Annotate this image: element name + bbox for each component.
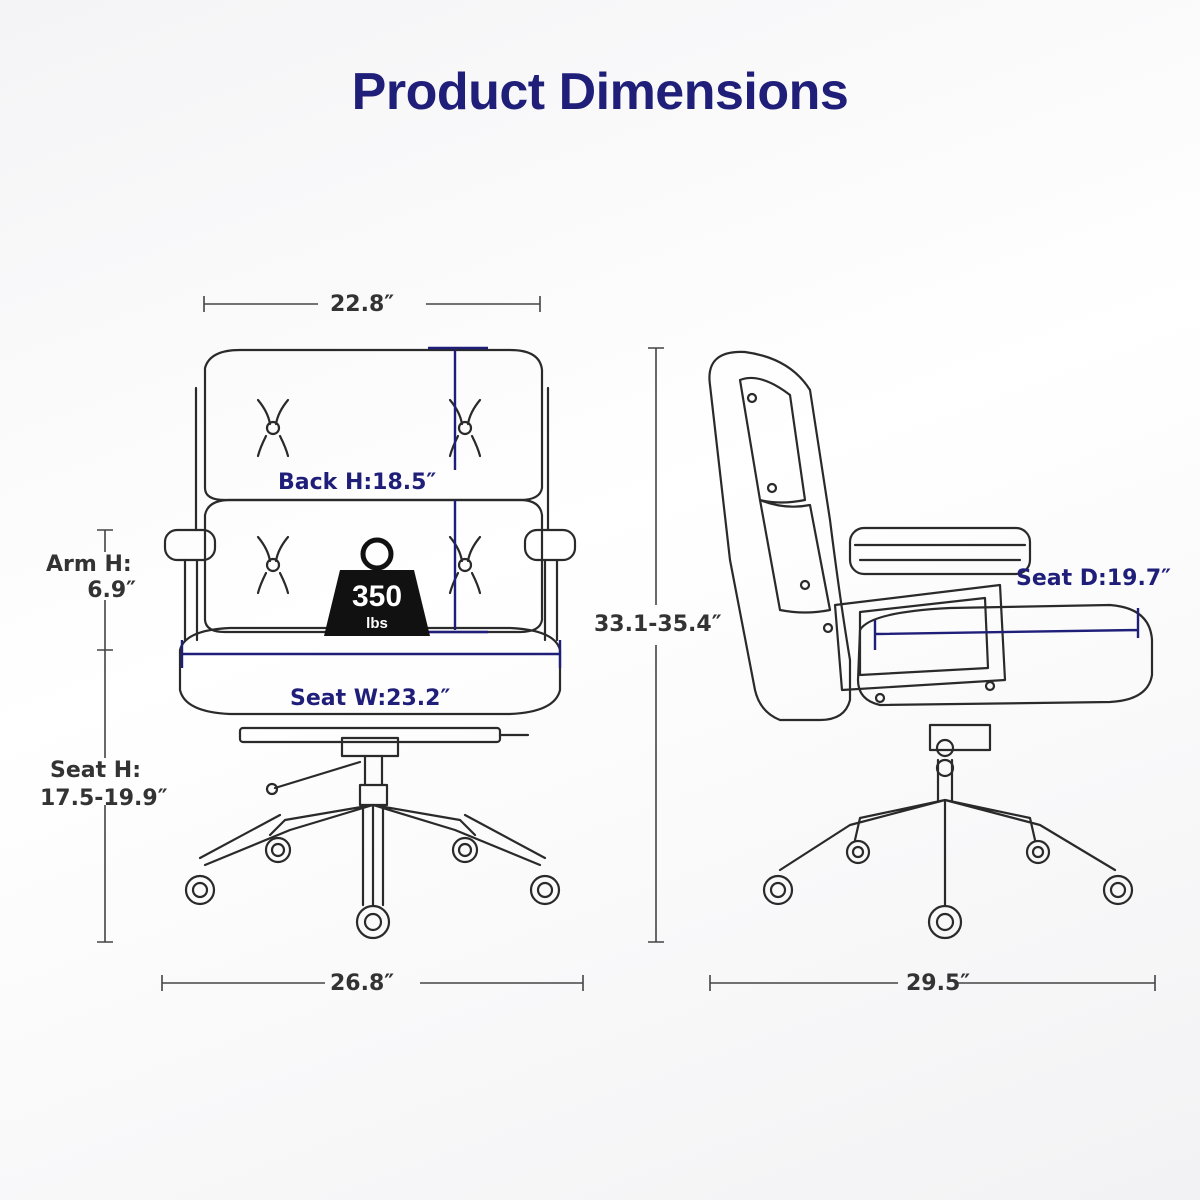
front-chair-drawing (163, 348, 577, 940)
blue-dimension-lines (180, 346, 1140, 668)
seat-width-label: Seat W:23.2″ (290, 686, 451, 711)
weight-capacity-value: 350 (352, 580, 402, 613)
dimension-lines (97, 296, 1156, 991)
weight-capacity-unit: lbs (366, 615, 388, 632)
side-chair-drawing (708, 350, 1154, 940)
overall-height-label: 33.1-35.4″ (594, 612, 722, 637)
arm-height-value: 6.9″ (87, 578, 136, 603)
base-width-label: 26.8″ (330, 971, 395, 996)
seat-height-label: Seat H: (50, 758, 141, 783)
weight-icon (324, 537, 430, 636)
seat-depth-label: Seat D:19.7″ (1016, 566, 1171, 591)
back-height-label: Back H:18.5″ (278, 470, 437, 495)
page-title: Product Dimensions (351, 63, 849, 121)
seat-height-value: 17.5-19.9″ (40, 786, 168, 811)
arm-height-label: Arm H: (46, 552, 132, 577)
overall-width-label: 22.8″ (330, 292, 395, 317)
base-depth-label: 29.5″ (906, 971, 971, 996)
